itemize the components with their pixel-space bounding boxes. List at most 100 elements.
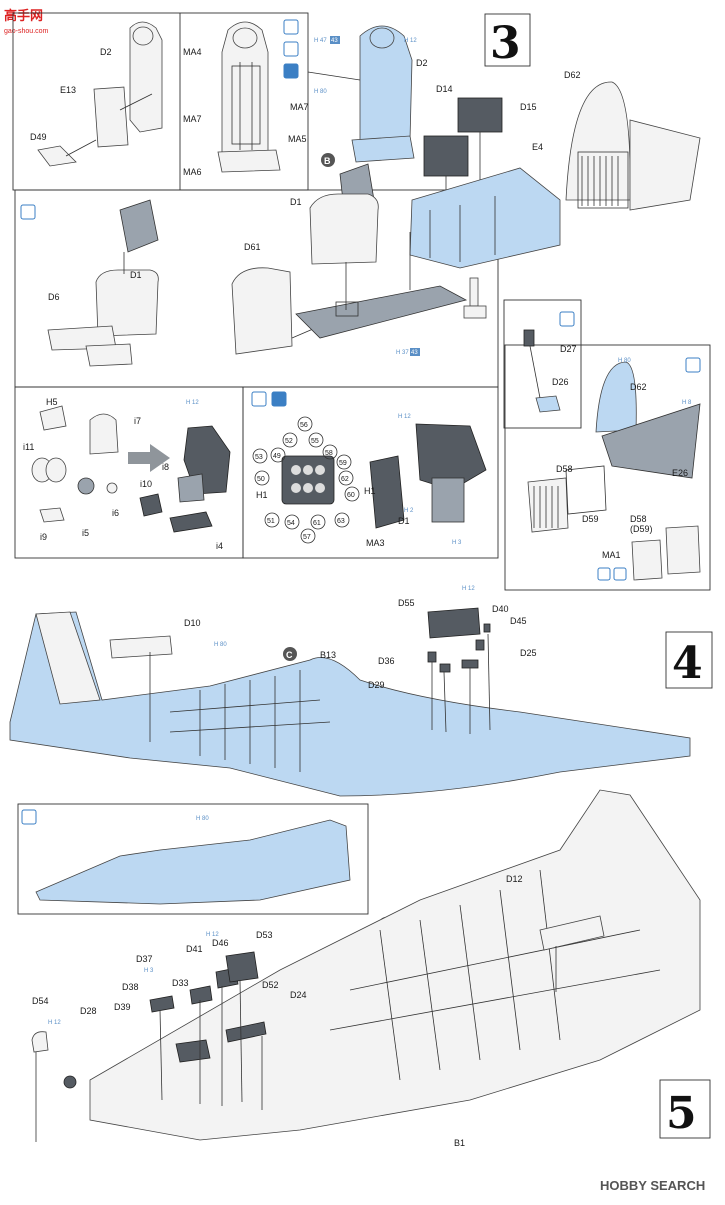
label-d1-instr: D1 bbox=[398, 516, 410, 526]
label-d26: D26 bbox=[552, 377, 569, 387]
code-h12-c: H 12 bbox=[398, 414, 411, 420]
label-d41: D41 bbox=[186, 944, 203, 954]
label-e13: E13 bbox=[60, 85, 76, 95]
label-h1-right: H1 bbox=[364, 486, 376, 496]
code-h80-c: H 80 bbox=[214, 642, 227, 648]
svg-text:51: 51 bbox=[267, 518, 275, 525]
label-d39: D39 bbox=[114, 1002, 131, 1012]
label-ma7-left: MA7 bbox=[183, 114, 202, 124]
paint-brush-icon-6 bbox=[613, 567, 627, 581]
svg-text:55: 55 bbox=[311, 438, 319, 445]
code-h8: H 8 bbox=[682, 400, 692, 406]
label-e4: E4 bbox=[532, 142, 543, 152]
label-i9: i9 bbox=[40, 532, 47, 542]
svg-text:54: 54 bbox=[287, 520, 295, 527]
label-d29: D29 bbox=[368, 680, 385, 690]
label-ma3: MA3 bbox=[366, 538, 385, 548]
label-i8: i8 bbox=[162, 462, 169, 472]
label-e26: E26 bbox=[672, 468, 688, 478]
code-h12-e: H 12 bbox=[206, 932, 219, 938]
label-h5: H5 bbox=[46, 397, 58, 407]
svg-text:52: 52 bbox=[285, 438, 293, 445]
step4-number: 4 bbox=[672, 638, 703, 689]
svg-text:59: 59 bbox=[339, 460, 347, 467]
label-d49: D49 bbox=[30, 132, 47, 142]
step4-number-box bbox=[665, 631, 713, 689]
code-h47: H 47 bbox=[314, 38, 327, 44]
label-d36: D36 bbox=[378, 656, 395, 666]
label-d53: D53 bbox=[256, 930, 273, 940]
svg-text:50: 50 bbox=[257, 476, 265, 483]
star-icon bbox=[271, 391, 287, 407]
label-ma1: MA1 bbox=[602, 550, 621, 560]
callout-b: B bbox=[321, 153, 335, 167]
label-d33: D33 bbox=[172, 978, 189, 988]
step3-number-box bbox=[484, 13, 531, 67]
label-d58: D58 bbox=[556, 464, 573, 474]
paint-drop-icon bbox=[283, 41, 299, 57]
hobby-search-text: HOBBY SEARCH bbox=[600, 1178, 705, 1193]
label-d12: D12 bbox=[506, 874, 523, 884]
code-h52: H 12 bbox=[48, 1020, 61, 1026]
label-d24: D24 bbox=[290, 990, 307, 1000]
gauge-numbers: 56 55 52 49 58 53 59 62 50 60 51 54 61 5… bbox=[252, 416, 360, 544]
label-d59: D59 bbox=[582, 514, 599, 524]
hobby-search-watermark: HOBBY SEARCH bbox=[600, 1178, 705, 1193]
svg-text:62: 62 bbox=[341, 476, 349, 483]
svg-text:57: 57 bbox=[303, 534, 311, 541]
label-ma5: MA5 bbox=[288, 134, 307, 144]
label-h1-left: H1 bbox=[256, 490, 268, 500]
site-url: gao-shou.com bbox=[4, 28, 49, 35]
decal-icon bbox=[283, 63, 299, 79]
label-i6: i6 bbox=[112, 508, 119, 518]
seat-d1-inset: D1 D6 bbox=[20, 199, 159, 367]
code-h12-d: H 12 bbox=[462, 586, 475, 592]
code-h3: H 3 bbox=[452, 540, 462, 546]
paint-brush-icon bbox=[283, 19, 299, 35]
label-b13: B13 bbox=[320, 650, 336, 660]
label-d1-main: D1 bbox=[290, 197, 302, 207]
label-ma7-right: MA7 bbox=[290, 102, 309, 112]
label-d58b: D58 bbox=[630, 514, 647, 524]
instrument-panel-assembly: H 12 H1 D1 H 2 H 3 MA3 H1 56 55 52 49 58… bbox=[251, 391, 487, 548]
label-d25: D25 bbox=[520, 648, 537, 658]
armor-plate: H 47 43 H 12 H 80 D2 bbox=[307, 25, 428, 163]
step5-fuselage: H 80 D D12 D54 D28 D37 D38 D39 D33 D41 D… bbox=[17, 789, 711, 1148]
svg-text:B: B bbox=[324, 156, 331, 166]
code-h2: H 2 bbox=[404, 508, 414, 514]
label-d55: D55 bbox=[398, 598, 415, 608]
inset-panel-instrument bbox=[242, 386, 499, 559]
label-d62: D62 bbox=[564, 70, 581, 80]
code-h37: H 37 bbox=[396, 350, 409, 356]
svg-text:43: 43 bbox=[331, 38, 338, 44]
paint-brush-icon-3 bbox=[559, 311, 575, 327]
main-seat-d1: D1 D61 bbox=[231, 163, 379, 355]
radio-boxes: D14 D15 bbox=[423, 84, 537, 210]
label-d46: D46 bbox=[212, 938, 229, 948]
label-d28: D28 bbox=[80, 1006, 97, 1016]
svg-text:60: 60 bbox=[347, 492, 355, 499]
label-i10: i10 bbox=[140, 479, 152, 489]
code-h80: H 80 bbox=[314, 89, 327, 95]
inset-panel-step5 bbox=[17, 803, 369, 915]
label-b1: B1 bbox=[454, 1138, 465, 1148]
label-d27: D27 bbox=[560, 344, 577, 354]
label-d2: D2 bbox=[100, 47, 112, 57]
label-d45: D45 bbox=[510, 616, 527, 626]
svg-text:63: 63 bbox=[337, 518, 345, 525]
inset-panel-stick bbox=[503, 299, 582, 429]
site-chars: 高手网 bbox=[4, 8, 43, 23]
site-watermark: 高手网 gao-shou.com bbox=[4, 8, 49, 35]
tail-inset: D62 D58 D59 E26 D58 (D59) MA1 H 80 H 8 bbox=[527, 357, 701, 581]
svg-text:61: 61 bbox=[313, 520, 321, 527]
code-box-43 bbox=[330, 36, 340, 44]
paint-brush-icon-4 bbox=[251, 391, 267, 407]
paint-brush-icon-2 bbox=[20, 204, 36, 220]
label-d59b: (D59) bbox=[630, 524, 653, 534]
code-h12-b: H 12 bbox=[186, 400, 199, 406]
rear-fuselage-d62: D62 bbox=[564, 70, 701, 211]
code-h80-d: H 80 bbox=[196, 816, 209, 822]
label-i5: i5 bbox=[82, 528, 89, 538]
